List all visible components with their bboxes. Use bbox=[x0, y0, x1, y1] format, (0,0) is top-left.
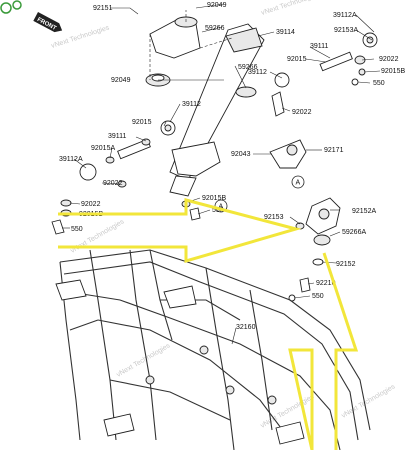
steering-stop-group bbox=[288, 197, 341, 302]
rubber-59266a bbox=[313, 234, 331, 246]
part-label-39112a: 39112A bbox=[333, 12, 357, 19]
part-label-92015b: 92015B bbox=[381, 68, 405, 75]
tie-rod-end-39112 bbox=[274, 72, 290, 88]
pin-550 bbox=[351, 78, 359, 86]
arm-pivot bbox=[286, 144, 298, 156]
part-label-92153: 92153 bbox=[264, 214, 284, 221]
tie-rod-end-bore bbox=[164, 124, 172, 132]
part-label-59266a: 59266A bbox=[342, 229, 366, 236]
tie-rod-end-bore bbox=[366, 36, 374, 44]
part-label-92015b: 92015B bbox=[202, 195, 226, 202]
part-label-39114: 39114 bbox=[276, 29, 295, 36]
ref-mark-a-bottom: A bbox=[219, 204, 224, 211]
part-label-92049: 92049 bbox=[111, 77, 131, 84]
part-label-550: 550 bbox=[212, 207, 224, 214]
main-frame-32160 bbox=[55, 249, 371, 450]
leader-lines bbox=[62, 3, 381, 345]
part-label-92152a: 92152A bbox=[352, 208, 376, 215]
bushing-92049-bore bbox=[151, 74, 165, 82]
corner-logo-icon bbox=[0, 0, 22, 14]
vertical-highlight-arrow bbox=[288, 252, 359, 450]
stop-bracket-hole bbox=[318, 208, 330, 220]
pitman-arm-92171 bbox=[269, 139, 307, 169]
horizontal-highlight-arrow bbox=[58, 198, 302, 263]
part-label-92015a: 92015A bbox=[91, 145, 115, 152]
part-label-92049: 92049 bbox=[207, 2, 227, 9]
part-label-92210: 92210 bbox=[316, 280, 336, 287]
highlight-arrows bbox=[58, 198, 359, 450]
part-label-92043: 92043 bbox=[231, 151, 251, 158]
part-label-32160: 32160 bbox=[236, 324, 256, 331]
part-label-59266: 59266 bbox=[205, 25, 225, 32]
reference-marks: A A bbox=[214, 175, 305, 213]
tie-rod-upper-group bbox=[271, 32, 378, 117]
part-label-59266: 59266 bbox=[238, 64, 258, 71]
part-label-92022: 92022 bbox=[292, 109, 312, 116]
guide-line bbox=[199, 37, 233, 49]
part-label-550: 550 bbox=[312, 293, 324, 300]
nut-92152 bbox=[312, 258, 324, 266]
watermark-text: vNext Technologies bbox=[70, 218, 126, 255]
part-label-39111: 39111 bbox=[310, 43, 329, 50]
watermark-text: vNext Technologies bbox=[260, 0, 320, 17]
grommet-59266 bbox=[235, 86, 257, 98]
part-label-39112: 39112 bbox=[248, 69, 267, 76]
part-label-92022: 92022 bbox=[81, 201, 101, 208]
tie-rod-end-39112a-l bbox=[79, 163, 97, 181]
pin-550-l bbox=[51, 219, 65, 235]
front-direction-tag: FRONT bbox=[33, 12, 63, 33]
bolt-92022 bbox=[271, 91, 285, 117]
ref-circle-a bbox=[291, 175, 305, 189]
part-label-92153a: 92153A bbox=[334, 27, 358, 34]
ref-mark-a-top: A bbox=[296, 180, 301, 187]
part-label-92022: 92022 bbox=[103, 180, 123, 187]
part-label-39112: 39112 bbox=[182, 101, 201, 108]
part-label-550: 550 bbox=[373, 80, 385, 87]
part-label-550: 550 bbox=[71, 226, 83, 233]
part-label-39111: 39111 bbox=[108, 133, 127, 140]
part-label-92015: 92015 bbox=[287, 56, 307, 63]
pin-550-mid bbox=[189, 207, 201, 221]
watermark-text: vNext Technologies bbox=[341, 383, 397, 420]
part-label-92151: 92151 bbox=[93, 5, 113, 12]
column-lower-yoke bbox=[171, 141, 221, 177]
part-label-92152: 92152 bbox=[336, 261, 356, 268]
part-label-92171: 92171 bbox=[324, 147, 344, 154]
tie-rod-39111 bbox=[319, 51, 353, 72]
part-label-39112a: 39112A bbox=[59, 156, 83, 163]
part-label-92015: 92015 bbox=[132, 119, 152, 126]
washer-92022-l bbox=[60, 199, 72, 207]
column-top-clamp bbox=[225, 27, 263, 53]
column-lug bbox=[169, 175, 197, 197]
watermark-text: vNext Technologies bbox=[116, 342, 172, 379]
bolt-92210 bbox=[299, 277, 311, 293]
part-label-92022: 92022 bbox=[379, 56, 399, 63]
steering-column-group bbox=[145, 10, 307, 197]
